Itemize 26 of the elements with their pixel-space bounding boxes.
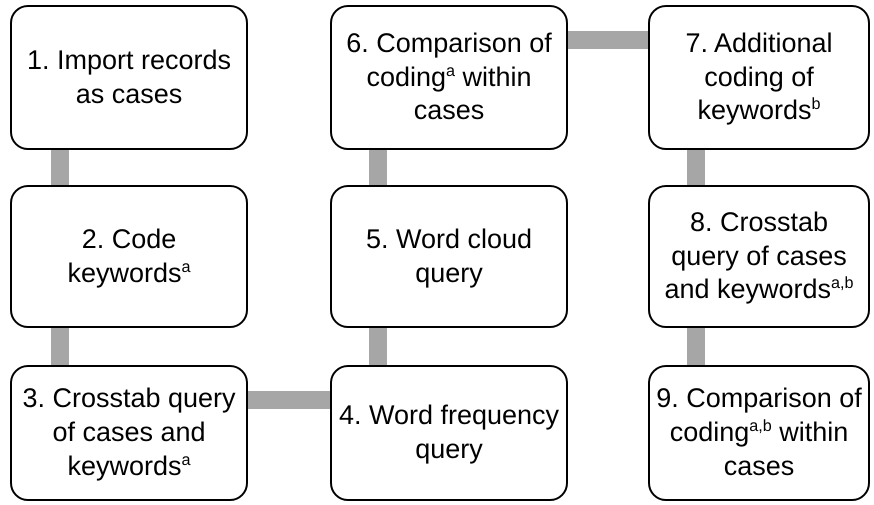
process-box xyxy=(330,365,568,501)
process-box xyxy=(10,5,248,150)
process-box xyxy=(648,365,870,501)
connector-bar xyxy=(687,328,705,365)
process-box xyxy=(648,5,870,150)
connector-bar xyxy=(248,391,330,409)
connector-bar xyxy=(51,150,69,185)
connector-bar xyxy=(687,150,705,185)
step-text: 4. Word frequency query xyxy=(338,399,560,466)
connector-bar xyxy=(369,150,387,185)
connector-bar xyxy=(369,328,387,365)
step-text: 6. Comparison of coding$^{a}$ within cases xyxy=(345,26,553,128)
process-box xyxy=(10,365,248,501)
step-text: 9. Comparison of coding$^{a,b}$ within cases xyxy=(656,382,862,483)
connector-bar xyxy=(568,31,648,49)
step-text: 3. Crosstab query of cases and keywords$^{a}$ xyxy=(21,382,237,483)
process-box xyxy=(330,185,568,328)
process-box xyxy=(330,5,568,150)
connector-bar xyxy=(51,328,69,365)
process-box xyxy=(10,185,248,328)
process-box xyxy=(648,185,870,328)
step-text: 8. Crosstab query of cases and keywords$^{a,b}$ xyxy=(663,206,855,306)
step-text: 2. Code keywords$^{a}$ xyxy=(66,222,192,290)
step-text: 5. Word cloud query xyxy=(364,222,534,290)
step-text: 1. Import records as cases xyxy=(26,44,232,110)
step-text: 7. Additional coding of keywords$^{b}$ xyxy=(684,26,834,128)
